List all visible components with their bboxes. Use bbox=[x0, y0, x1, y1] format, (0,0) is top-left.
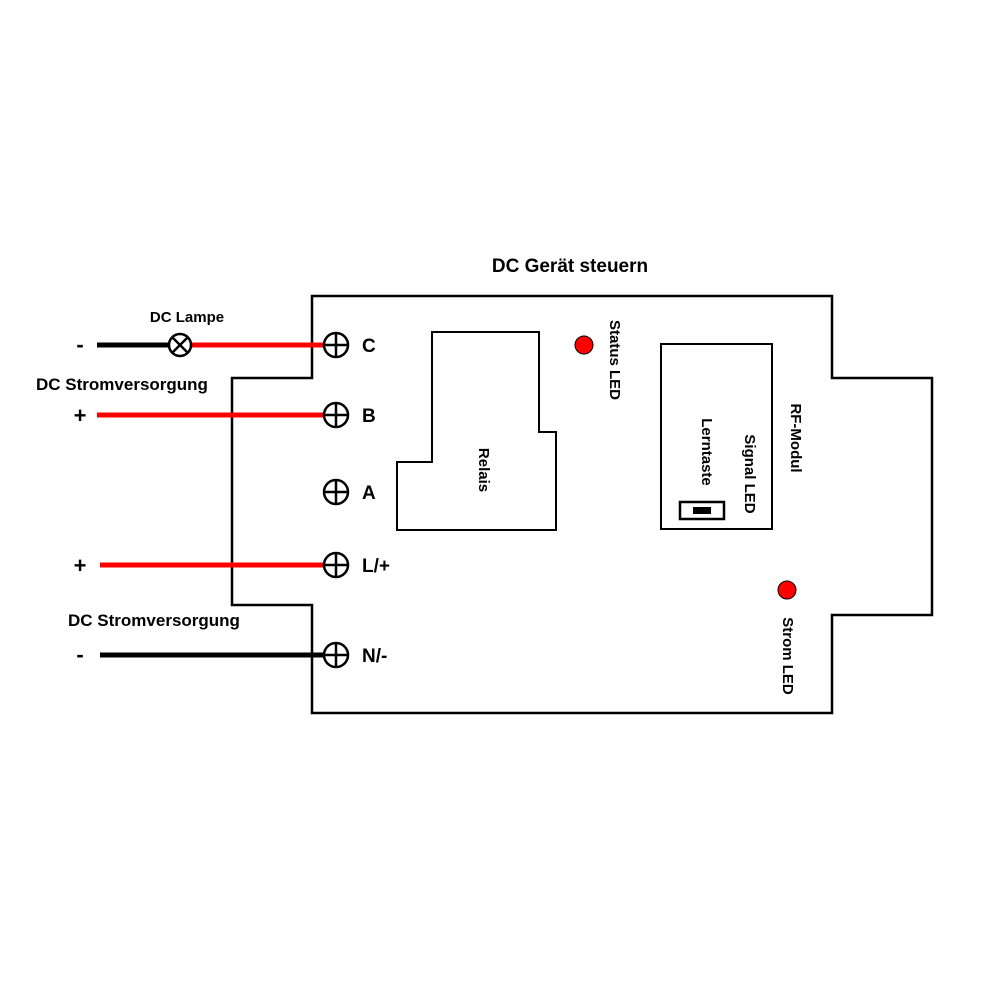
terminal-c-screw-icon bbox=[322, 331, 350, 359]
power-led-label: Strom LED bbox=[779, 617, 796, 695]
signal-led-label: Signal LED bbox=[741, 434, 758, 513]
supply-bottom-label: DC Stromversorgung bbox=[68, 611, 240, 630]
terminal-n-screw-icon bbox=[322, 641, 350, 669]
learn-button-icon bbox=[678, 500, 726, 521]
relay-block bbox=[396, 331, 557, 531]
terminal-a-screw-icon bbox=[322, 478, 350, 506]
terminal-c-label: C bbox=[362, 336, 376, 357]
lamp-label: DC Lampe bbox=[150, 309, 224, 326]
diagram-title: DC Gerät steuern bbox=[492, 256, 648, 277]
terminal-a-label: A bbox=[362, 483, 376, 504]
status-led-icon bbox=[574, 335, 594, 355]
l-wire-sign: + bbox=[74, 553, 87, 578]
terminal-b-screw-icon bbox=[322, 401, 350, 429]
supply-top-label: DC Stromversorgung bbox=[36, 375, 208, 394]
terminal-n-label: N/- bbox=[362, 646, 387, 667]
n-wire-sign: - bbox=[76, 642, 83, 667]
learn-button-label: Lerntaste bbox=[698, 418, 715, 486]
terminal-l-screw-icon bbox=[322, 551, 350, 579]
b-wire-sign: + bbox=[74, 403, 87, 428]
c-wire-sign: - bbox=[76, 332, 83, 357]
rf-module-block bbox=[660, 343, 773, 530]
terminal-b-label: B bbox=[362, 406, 376, 427]
terminal-l-label: L/+ bbox=[362, 556, 390, 577]
rf-module-label: RF-Modul bbox=[787, 403, 804, 472]
lamp-symbol bbox=[167, 332, 193, 358]
status-led-label: Status LED bbox=[606, 320, 623, 400]
power-led-icon bbox=[777, 580, 797, 600]
relay-label: Relais bbox=[475, 448, 492, 492]
device-housing bbox=[230, 294, 934, 715]
